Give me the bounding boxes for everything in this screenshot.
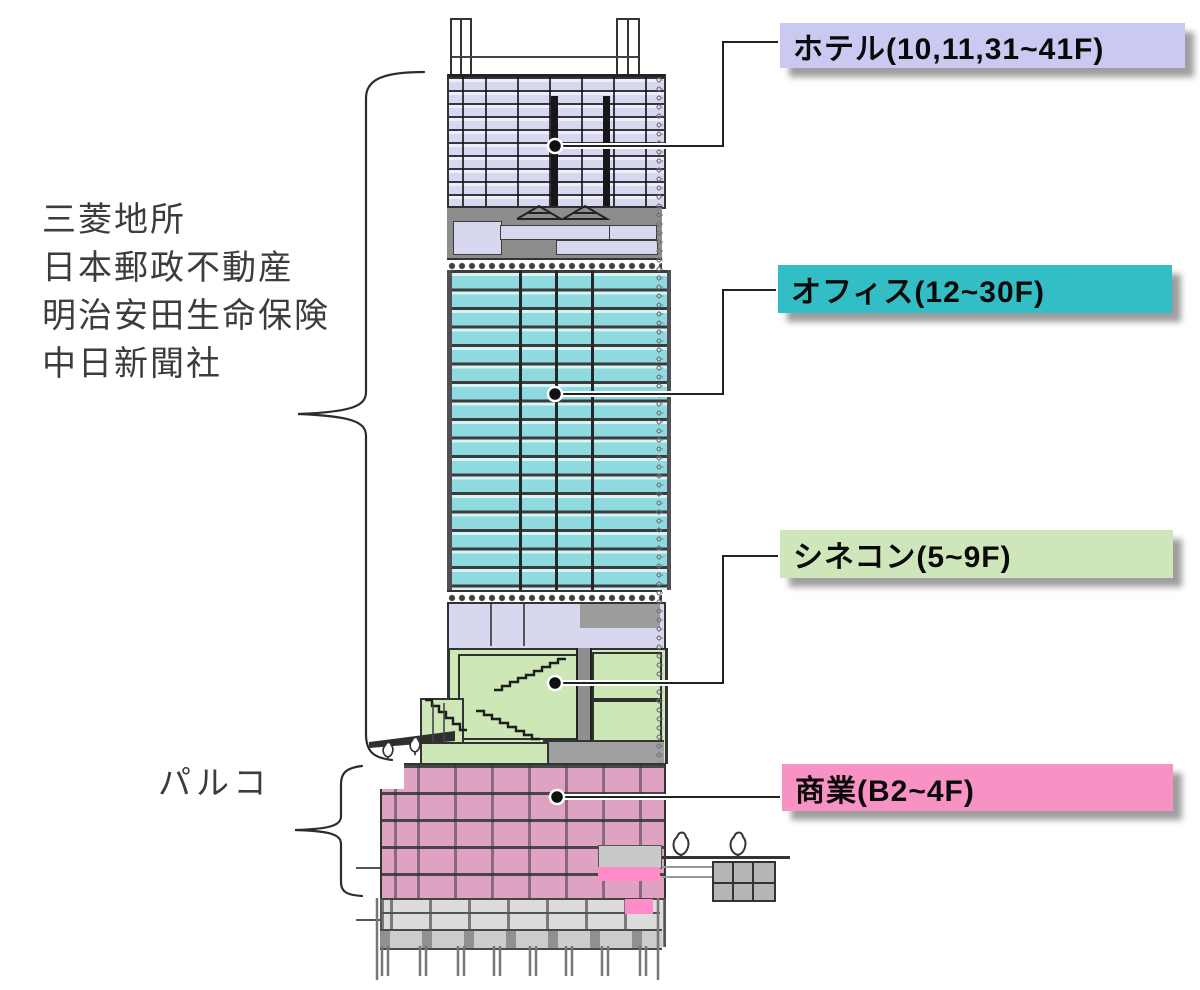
retail-gray-zone: [598, 845, 662, 869]
basement-divider: [382, 912, 660, 914]
cinema-base-gray: [543, 740, 664, 764]
mid-band-gray: [580, 604, 660, 628]
zone-label-hotel: ホテル(10,11,31~41F): [780, 23, 1185, 68]
kiosk-structure: [712, 861, 776, 902]
mech-room-4: [609, 225, 657, 240]
retail-section: [380, 763, 666, 904]
ground-line-right: [662, 856, 790, 859]
tree-icon: [729, 831, 747, 858]
kiosk-connector-2: [662, 876, 712, 878]
mech-room-1: [453, 221, 502, 255]
mid-band-line-1: [490, 604, 492, 646]
office-section: [447, 270, 671, 590]
roof-shaft-left-line: [460, 20, 462, 74]
cinema-hall-lower-right: [592, 700, 662, 744]
owner-companies: 三菱地所 日本郵政不動産 明治安田生命保険 中日新聞社: [42, 196, 330, 388]
retail-highlight-strip: [598, 867, 660, 881]
cinema-hall-upper-right: [592, 652, 662, 700]
kiosk-line-3: [714, 882, 774, 884]
hotel-core-wall-1: [551, 96, 558, 206]
parapet-line: [452, 56, 638, 58]
foundation-band: [380, 929, 662, 950]
mech-room-2: [500, 225, 612, 240]
office-mullion-2: [555, 270, 558, 590]
zone-label-office: オフィス(12~30F): [778, 265, 1172, 313]
kiosk-line-1: [732, 863, 734, 900]
kiosk-connector-1: [662, 866, 712, 868]
curtainwall-edge: [656, 76, 663, 762]
hotel-core-wall-2: [603, 96, 610, 206]
owner-line-1: 三菱地所: [42, 201, 186, 239]
owners-brace: [297, 70, 426, 762]
zone-label-cinema: シネコン(5~9F): [780, 530, 1173, 578]
tree-icon: [672, 831, 690, 858]
kiosk-line-2: [752, 863, 754, 900]
parco-brace: [294, 764, 364, 898]
mech-room-3: [556, 240, 658, 255]
tree-icon: [409, 736, 421, 756]
office-mullion-1: [519, 270, 522, 590]
retail-top-left-notch: [378, 763, 404, 789]
owner-line-4: 中日新聞社: [42, 345, 222, 383]
office-mullion-3: [591, 270, 594, 590]
owner-line-2: 日本郵政不動産: [42, 249, 294, 287]
owner-line-3: 明治安田生命保険: [42, 297, 330, 335]
roof-shaft-right-line: [627, 20, 629, 74]
mid-band-line-2: [523, 604, 525, 646]
tree-icon: [382, 741, 394, 761]
basement-pink-block: [625, 899, 653, 914]
zone-label-retail: 商業(B2~4F): [782, 764, 1173, 811]
cinema-hall-main: [458, 654, 578, 740]
parco-label: パルコ: [158, 764, 272, 801]
